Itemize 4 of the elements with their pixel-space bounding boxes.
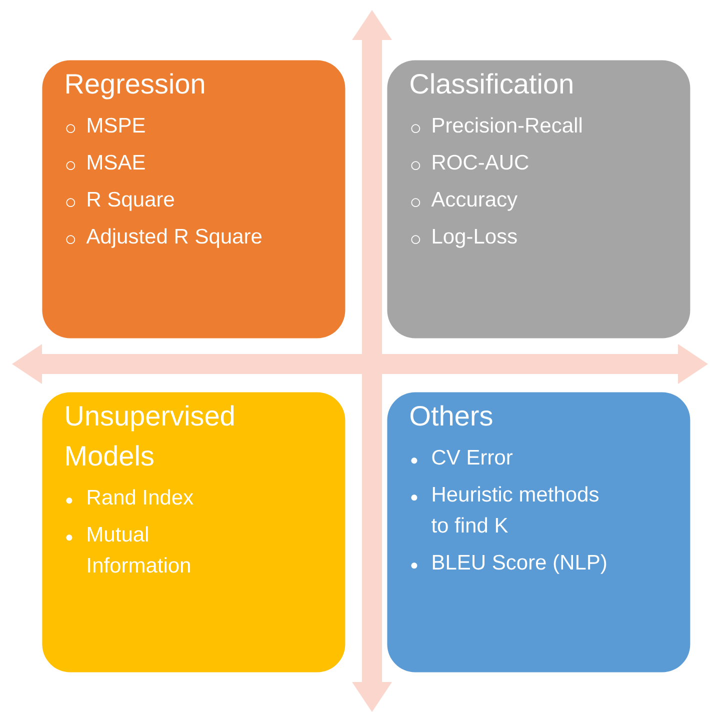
category-box: Others CV Error Heuristic methods to find K BLEU Score (NLP): [387, 392, 690, 672]
category-box: Regression MSPE MSAE R Square Adjusted R Square: [42, 60, 346, 338]
category-box: Unsupervised Models Rand Index Mutual Information: [42, 392, 346, 672]
category-box: Classification Precision-Recall ROC-AUC Accuracy Log-Loss: [387, 60, 690, 338]
